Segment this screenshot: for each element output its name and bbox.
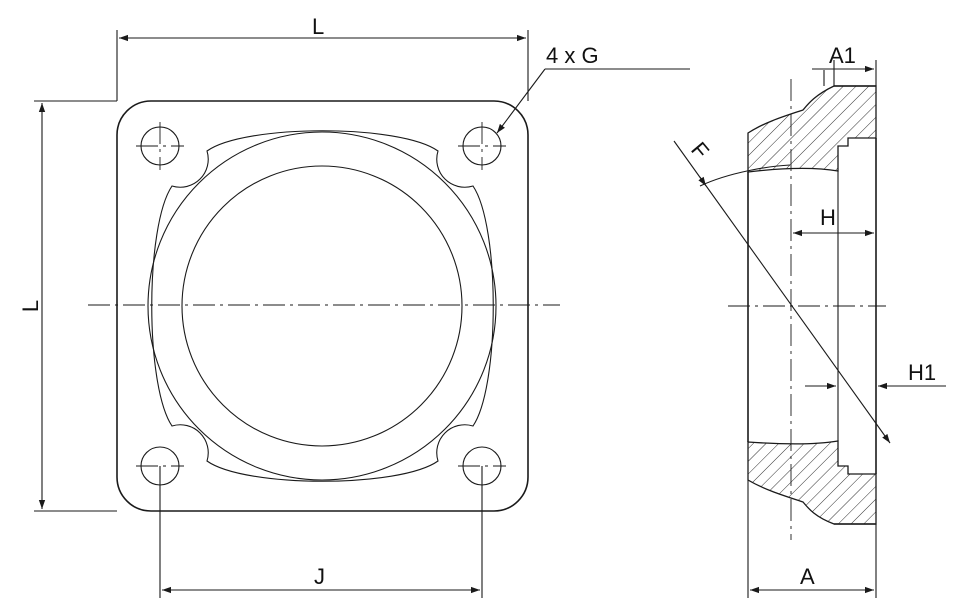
label-overall-thickness: A — [800, 564, 815, 589]
diameter-leader — [673, 140, 891, 444]
label-hub-offset: H1 — [908, 360, 936, 385]
flange-outline — [116, 100, 529, 512]
label-bottom-width: J — [314, 564, 325, 589]
bore-inner-circle — [181, 165, 463, 447]
dim-top-width — [116, 30, 529, 101]
label-holes: 4 x G — [546, 43, 599, 68]
section-bottom-hatch — [747, 440, 877, 525]
dim-bottom-bolt-spacing — [159, 466, 483, 598]
front-view: L L J 4 x G — [18, 14, 690, 598]
section-top-hatch — [747, 85, 877, 173]
holes-leader — [496, 68, 690, 134]
side-profile — [747, 70, 877, 540]
dim-left-height — [34, 100, 117, 512]
label-left-height: L — [18, 300, 43, 312]
dim-overall-thickness — [747, 480, 877, 598]
label-hub: H — [820, 205, 836, 230]
label-diameter: F — [686, 137, 714, 163]
label-flange-thickness: A1 — [829, 43, 856, 68]
label-top-width: L — [312, 14, 324, 39]
bolt-hole-centerlines — [136, 122, 506, 467]
boss-contour — [151, 130, 494, 482]
side-view: F A1 H H1 A — [673, 43, 946, 598]
dim-flange-thickness — [812, 60, 877, 86]
bore-outer-circle — [147, 131, 497, 481]
